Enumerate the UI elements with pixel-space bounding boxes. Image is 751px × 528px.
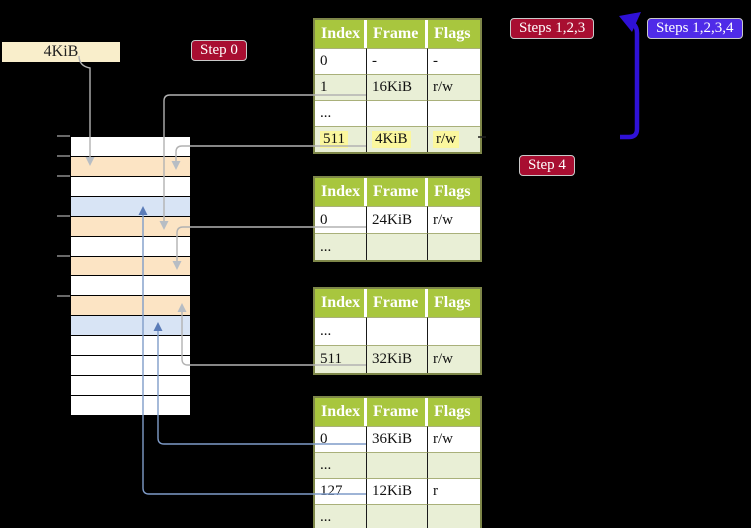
memory-row (71, 276, 190, 297)
loop-arrowhead-icon (619, 12, 641, 32)
table-cell: r/w (428, 206, 480, 233)
table-cell-highlighted: 4KiB (367, 126, 428, 152)
table-cell-highlighted: r/w (428, 126, 480, 152)
table-cell: - (428, 48, 480, 74)
table-cell: 32KiB (367, 345, 428, 373)
column-header-flags: Flags (428, 289, 480, 317)
table-cell: r/w (428, 345, 480, 373)
memory-row (71, 216, 190, 237)
table-cell: 36KiB (367, 426, 428, 452)
table-cell (428, 233, 480, 260)
memory-row (71, 296, 190, 317)
table-cell: 12KiB (367, 478, 428, 504)
column-header-flags: Flags (428, 398, 480, 426)
table-cell (367, 504, 428, 528)
column-header-flags: Flags (428, 20, 480, 48)
column-header-index: Index (315, 289, 367, 317)
memory-row (71, 236, 190, 257)
column-header-frame: Frame (367, 178, 428, 206)
column-header-frame: Frame (367, 398, 428, 426)
table-cell: ... (315, 452, 367, 478)
memory-row (71, 336, 190, 357)
loop-arrow (620, 21, 640, 140)
highlight-mark: 511 (320, 131, 348, 148)
highlight-mark: 4KiB (372, 131, 411, 148)
table-cell: 24KiB (367, 206, 428, 233)
column-header-flags: Flags (428, 178, 480, 206)
badge-steps-1-2-3: Steps 1,2,3 (510, 18, 595, 39)
table-cell-highlighted: 511 (315, 126, 367, 152)
table-cell (428, 452, 480, 478)
table-cell: 0 (315, 426, 367, 452)
table-cell (428, 504, 480, 528)
table-cell (367, 233, 428, 260)
table-cell (367, 452, 428, 478)
badge-step-0: Step 0 (191, 40, 247, 61)
table-cell: 1 (315, 74, 367, 100)
badge-steps-1-2-3-4: Steps 1,2,3,4 (647, 18, 743, 39)
column-header-index: Index (315, 398, 367, 426)
table-cell: ... (315, 504, 367, 528)
physical-memory-strip (70, 136, 191, 416)
memory-row (71, 176, 190, 197)
badge-step-4: Step 4 (519, 155, 575, 176)
column-header-index: Index (315, 20, 367, 48)
memory-row (71, 156, 190, 177)
table-cell: ... (315, 100, 367, 126)
memory-row (71, 376, 190, 396)
memory-row (71, 356, 190, 377)
page-table-top: Index Frame Flags 0 - - 1 16KiB r/w ... … (313, 18, 482, 154)
highlight-mark: r/w (433, 131, 459, 148)
memory-row (71, 316, 190, 337)
table-cell: r/w (428, 74, 480, 100)
table-cell: 0 (315, 48, 367, 74)
table-cell: r (428, 478, 480, 504)
memory-row (71, 137, 190, 157)
column-header-frame: Frame (367, 289, 428, 317)
page-table-third: Index Frame Flags ... 511 32KiB r/w (313, 287, 482, 375)
column-header-index: Index (315, 178, 367, 206)
table-cell: r/w (428, 426, 480, 452)
table-cell: 0 (315, 206, 367, 233)
table-cell: - (367, 48, 428, 74)
frame-size-label-box: 4KiB (2, 42, 120, 62)
memory-row (71, 196, 190, 217)
memory-row (71, 256, 190, 277)
table-cell (428, 100, 480, 126)
table-cell: 16KiB (367, 74, 428, 100)
table-cell: ... (315, 233, 367, 260)
table-cell: 511 (315, 345, 367, 373)
table-cell (367, 317, 428, 345)
page-table-bottom: Index Frame Flags 0 36KiB r/w ... 127 12… (313, 396, 482, 528)
table-cell (428, 317, 480, 345)
table-cell: ... (315, 317, 367, 345)
memory-tick-marks (57, 135, 70, 297)
page-table-second: Index Frame Flags 0 24KiB r/w ... (313, 176, 482, 262)
memory-row (71, 395, 190, 415)
table-cell: 127 (315, 478, 367, 504)
table-cell (367, 100, 428, 126)
column-header-frame: Frame (367, 20, 428, 48)
